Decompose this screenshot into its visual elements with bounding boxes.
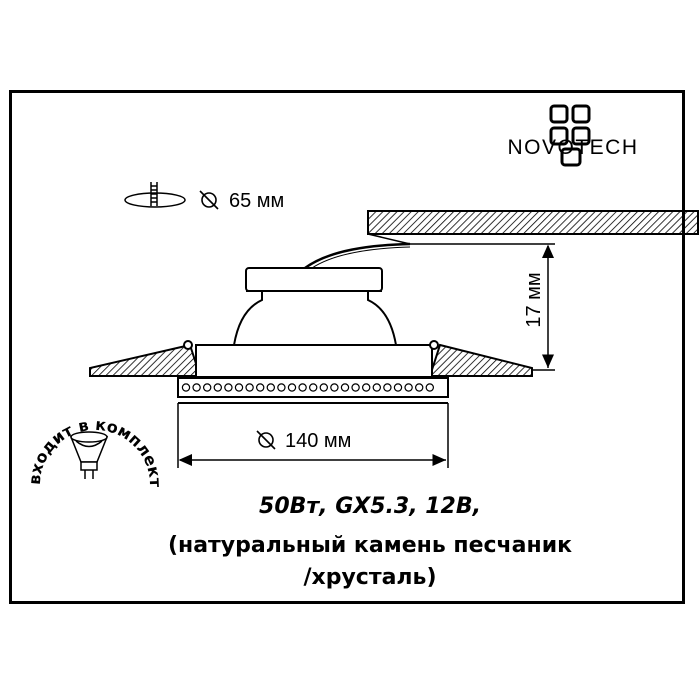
crystal-bead (362, 383, 371, 392)
lamp-note-text: входит в комплект не (0, 0, 165, 488)
crystal-band (177, 377, 449, 404)
depth-label: 17 мм (523, 272, 545, 327)
crystal-bead (383, 383, 392, 392)
crystal-bead (256, 383, 265, 392)
novotech-logo-icon (549, 104, 591, 167)
crystal-bead (234, 383, 244, 392)
crystal-bead (404, 383, 413, 392)
crystal-bead (277, 383, 286, 392)
crystal-bead (330, 383, 339, 392)
crystal-bead (266, 383, 275, 392)
lamp-not-included-badge: входит в комплект не (0, 0, 165, 488)
ceiling-cutout-icon (124, 182, 186, 208)
left-flange (89, 343, 202, 377)
depth-dimension (410, 243, 555, 371)
ceiling-slab-edge (367, 233, 411, 245)
spec-material-continued: /хрусталь) (303, 565, 437, 590)
crystal-bead (202, 383, 212, 392)
power-cable (304, 242, 411, 270)
width-dimension (177, 403, 449, 468)
brand-logo: NOVOTECH (507, 104, 638, 167)
crystal-bead (213, 383, 222, 392)
crystal-bead (245, 383, 254, 392)
ceiling-slab (367, 210, 699, 235)
crystal-bead (340, 383, 350, 392)
crystal-bead (415, 383, 424, 392)
mounting-ring (195, 344, 433, 378)
spec-power-socket-voltage: 50Вт, GX5.3, 12В, (259, 494, 481, 519)
cutout-diameter-label: 65 мм (229, 190, 284, 212)
fixture-body (89, 267, 533, 378)
crystal-bead (319, 383, 328, 392)
crystal-bead (351, 383, 360, 392)
lamp-housing (232, 290, 398, 346)
right-flange (428, 343, 533, 377)
mr16-halogen-lamp-icon (69, 431, 109, 479)
width-label: 140 мм (285, 430, 351, 452)
right-spring-clip (429, 340, 439, 350)
crystal-bead (224, 383, 233, 392)
crystal-bead (309, 383, 318, 392)
crystal-bead (287, 383, 297, 392)
crystal-bead (372, 383, 381, 392)
width-diameter-symbol (256, 430, 276, 450)
brand-name: NOVOTECH (507, 136, 638, 159)
crystal-bead (181, 383, 191, 392)
left-spring-clip (183, 340, 193, 350)
cutout-diameter-symbol (199, 190, 219, 210)
crystal-bead (192, 383, 201, 392)
crystal-bead (393, 383, 403, 392)
spec-material: (натуральный камень песчаник (167, 533, 573, 558)
crystal-bead (425, 383, 434, 392)
lamp-cap (245, 267, 383, 292)
crystal-bead (298, 383, 307, 392)
